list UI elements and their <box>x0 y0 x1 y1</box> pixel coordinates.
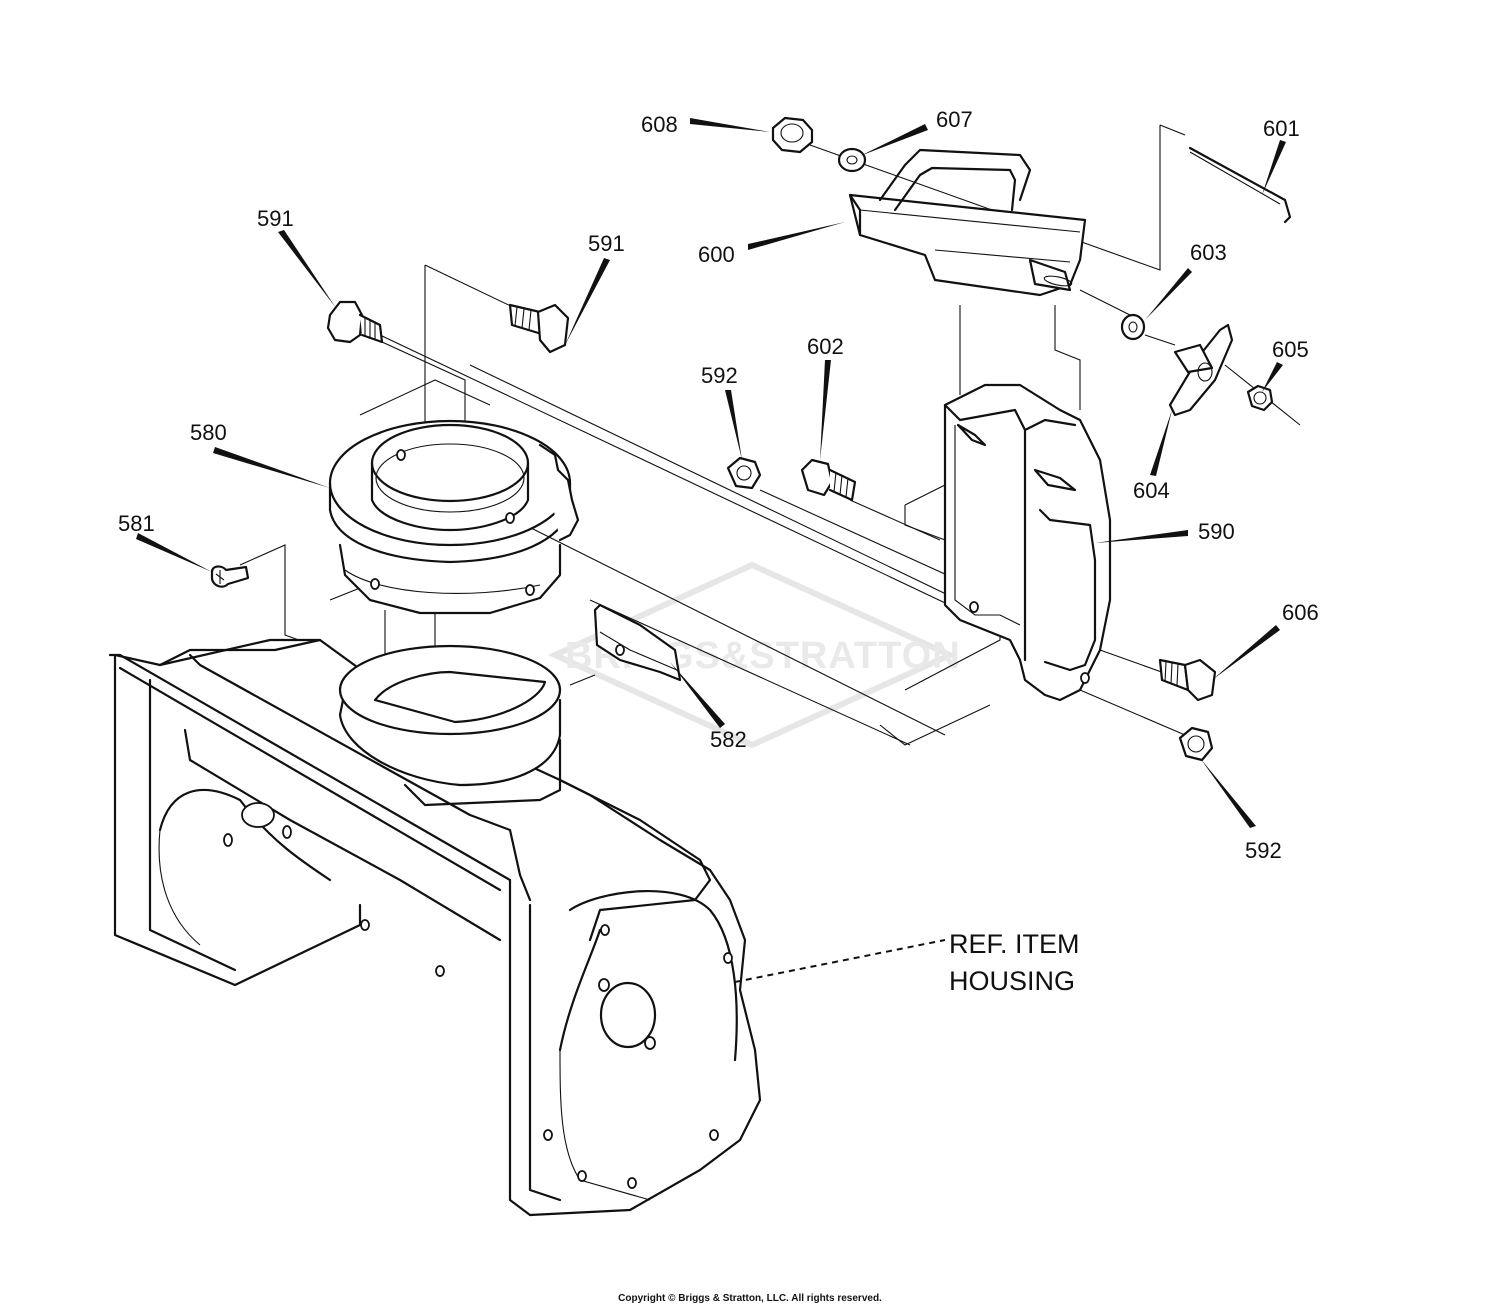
callout-580: 580 <box>190 420 227 445</box>
wedge-582 <box>593 603 682 682</box>
callout-592-upper: 592 <box>701 363 738 388</box>
callout-604: 604 <box>1133 478 1170 503</box>
deflector-600 <box>848 148 1087 297</box>
nut-592-lower <box>1178 726 1214 762</box>
nut-592-upper <box>726 456 762 490</box>
callout-602: 602 <box>807 334 844 359</box>
callout-600: 600 <box>698 242 735 267</box>
chute-ring-580 <box>328 419 580 615</box>
hex-nut-608 <box>771 116 814 154</box>
callout-591-left: 591 <box>257 206 294 231</box>
callout-606: 606 <box>1282 600 1319 625</box>
bolt-591-right <box>508 303 570 354</box>
callout-603: 603 <box>1190 240 1227 265</box>
callout-608: 608 <box>641 112 678 137</box>
callout-labels: 608 607 601 591 591 600 603 602 592 605 … <box>118 107 1319 996</box>
callout-607: 607 <box>936 107 973 132</box>
bolt-591-left <box>326 300 384 344</box>
pin-601 <box>1188 146 1292 224</box>
ref-item-dashed-leader <box>734 939 946 983</box>
callout-591-right: 591 <box>588 231 625 256</box>
ref-item-line2: HOUSING <box>949 966 1075 996</box>
callout-605: 605 <box>1272 337 1309 362</box>
callout-601: 601 <box>1263 116 1300 141</box>
callout-592-lower: 592 <box>1245 838 1282 863</box>
washer-607 <box>837 147 867 173</box>
ref-item-line1: REF. ITEM <box>949 929 1080 959</box>
chute-590 <box>943 383 1112 702</box>
housing-ref-item <box>108 638 762 1217</box>
bolt-602 <box>800 458 857 502</box>
washer-603 <box>1120 313 1146 341</box>
screw-581 <box>210 565 250 588</box>
callout-582: 582 <box>710 727 747 752</box>
copyright-footer: Copyright © Briggs & Stratton, LLC. All … <box>618 1293 882 1304</box>
nut-605 <box>1246 384 1274 412</box>
bolt-606 <box>1158 658 1217 702</box>
leader-lines <box>136 118 1286 828</box>
knob-604 <box>1168 323 1234 417</box>
callout-581: 581 <box>118 511 155 536</box>
callout-590: 590 <box>1198 519 1235 544</box>
